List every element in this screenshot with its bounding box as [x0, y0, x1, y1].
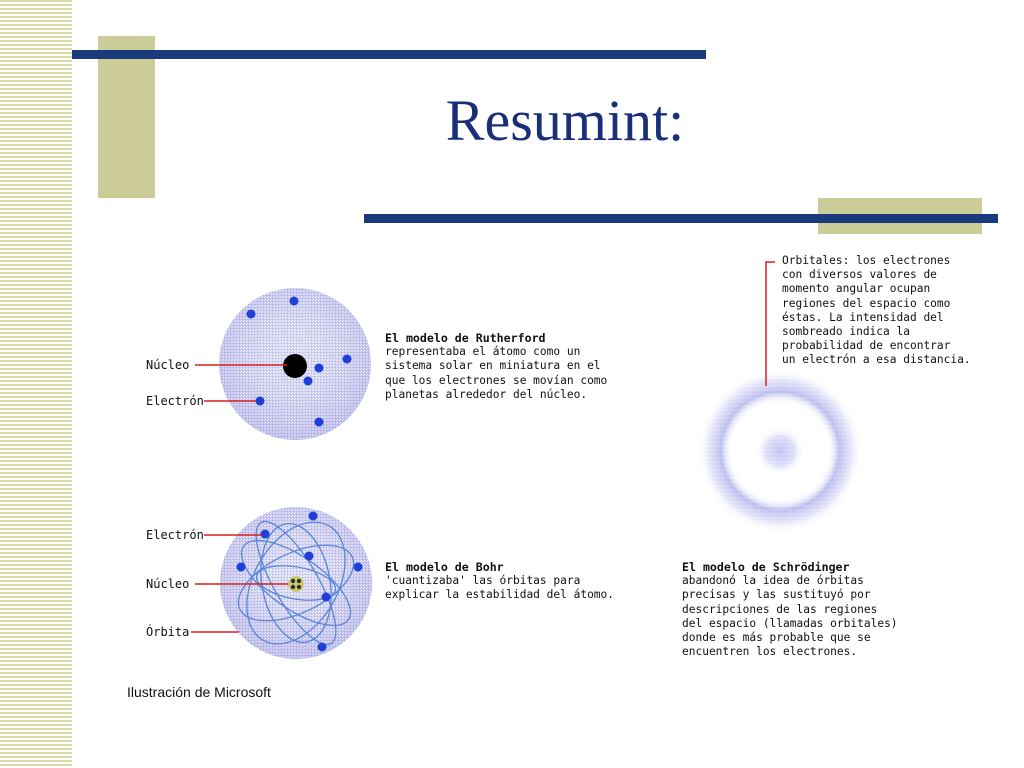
- orbital-pointer: [765, 261, 775, 386]
- left-stripe-decoration: [0, 0, 72, 768]
- bohr-description: El modelo de Bohr 'cuantizaba' las órbit…: [385, 560, 614, 603]
- electron: [260, 529, 270, 539]
- illustration-credit: Ilustración de Microsoft: [127, 684, 271, 700]
- slide-title: Resumint:: [445, 88, 685, 153]
- rutherford-text-line: representaba el átomo como un: [385, 345, 581, 359]
- rutherford-nucleus: [283, 354, 307, 378]
- bohr-heading: El modelo de Bohr: [385, 560, 504, 574]
- bohr-orbit-label: Órbita: [146, 625, 190, 639]
- electron: [317, 642, 327, 652]
- bohr-electrons: [236, 511, 363, 652]
- electron: [308, 511, 318, 521]
- bohr-nucleus-label: Núcleo: [146, 577, 190, 591]
- rutherford-nucleus-label: Núcleo: [146, 358, 190, 372]
- orbital-note: Orbitales: los electrones con diversos v…: [782, 254, 971, 368]
- schrodinger-description: El modelo de Schrödinger abandonó la ide…: [682, 560, 898, 659]
- electron: [303, 376, 313, 386]
- orbital-note-line: con diversos valores de: [782, 268, 937, 282]
- schrodinger-text-line: encuentren los electrones.: [682, 645, 858, 659]
- orbital-note-line: éstas. La intensidad del: [782, 310, 944, 324]
- rutherford-description: El modelo de Rutherford representaba el …: [385, 331, 607, 402]
- orbital-note-line: regiones del espacio como: [782, 296, 951, 310]
- electron: [255, 396, 265, 406]
- title-accent-block: [98, 36, 155, 198]
- electron: [246, 309, 256, 319]
- electron: [314, 417, 324, 427]
- orbital-note-line: sombreado indica la: [782, 325, 910, 339]
- bohr-text-line: 'cuantizaba' las órbitas para: [385, 574, 581, 588]
- orbital-note-line: un electrón a esa distancia.: [782, 353, 971, 367]
- schrodinger-orbital: [698, 261, 862, 533]
- rutherford-electron-label: Electrón: [146, 394, 204, 408]
- bohr-nucleus: [288, 576, 304, 592]
- rutherford-electrons: [246, 296, 352, 427]
- rutherford-text-line: planetas alrededor del núcleo.: [385, 387, 588, 401]
- orbital-note-line: momento angular ocupan: [782, 282, 931, 296]
- electron: [236, 562, 246, 572]
- electron: [321, 592, 331, 602]
- electron: [342, 354, 352, 364]
- electron: [304, 551, 314, 561]
- title-top-rule: [72, 50, 706, 59]
- rutherford-text-line: que los electrones se movían como: [385, 373, 608, 387]
- schrodinger-text-line: del espacio (llamadas orbitales): [682, 616, 898, 630]
- electron: [314, 363, 324, 373]
- electron: [289, 296, 299, 306]
- schrodinger-heading: El modelo de Schrödinger: [682, 560, 850, 574]
- bohr-electron-label: Electrón: [146, 528, 204, 542]
- bohr-orbits: [237, 520, 355, 646]
- rutherford-text-line: sistema solar en miniatura en el: [385, 359, 601, 373]
- title-bottom-rule: [364, 214, 998, 223]
- bohr-atom: [191, 507, 372, 659]
- electron: [353, 562, 363, 572]
- rutherford-heading: El modelo de Rutherford: [385, 331, 546, 345]
- orbital-note-line: probabilidad de encontrar: [782, 339, 951, 353]
- orbital-note-line: Orbitales: los electrones: [782, 254, 951, 267]
- schrodinger-text-line: descripciones de las regiones: [682, 602, 878, 616]
- bohr-text-line: explicar la estabilidad del átomo.: [385, 588, 615, 602]
- schrodinger-text-line: abandonó la idea de órbitas: [682, 574, 864, 588]
- schrodinger-text-line: donde es más probable que se: [682, 631, 871, 645]
- schrodinger-text-line: precisas y las sustituyó por: [682, 588, 871, 602]
- rutherford-atom: [195, 288, 371, 440]
